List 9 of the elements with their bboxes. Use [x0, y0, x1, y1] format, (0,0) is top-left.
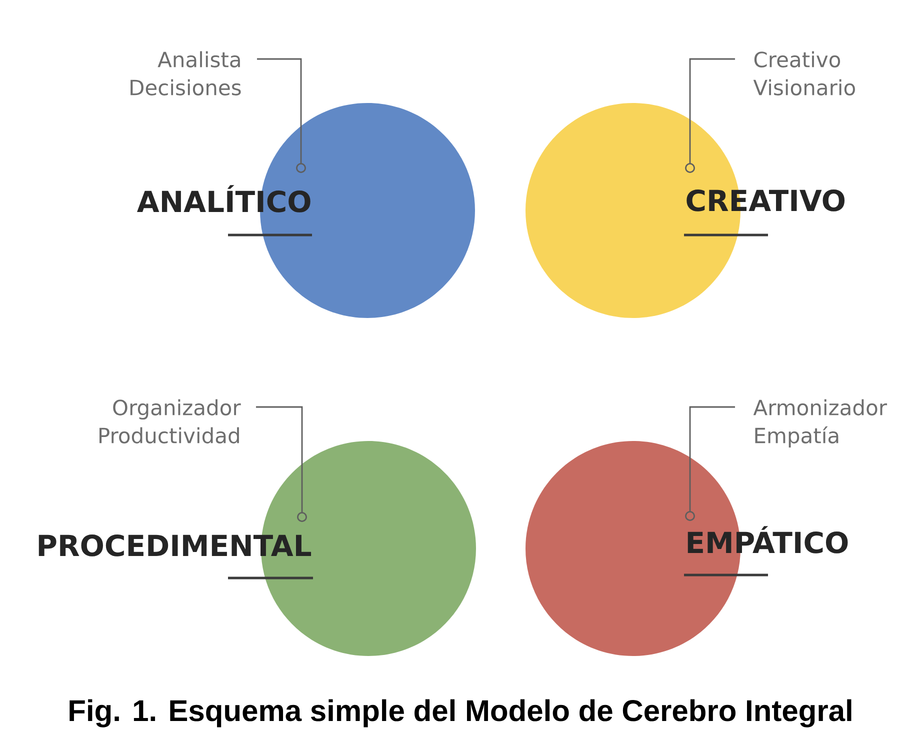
annotation-text: Analista Decisiones: [130, 51, 241, 96]
annotation-text: Creativo Visionario: [753, 51, 855, 96]
leader-line: [685, 58, 735, 173]
annotation-text: Armonizador Empatía: [753, 399, 888, 448]
caption: Fig. 1. Esquema simple del Modelo de Cerebro Integral: [70, 699, 852, 728]
leader-line: [685, 406, 735, 521]
leader-line: [257, 58, 306, 173]
annotation-text: Organizador Productividad: [100, 399, 241, 444]
leader-line: [256, 406, 307, 522]
